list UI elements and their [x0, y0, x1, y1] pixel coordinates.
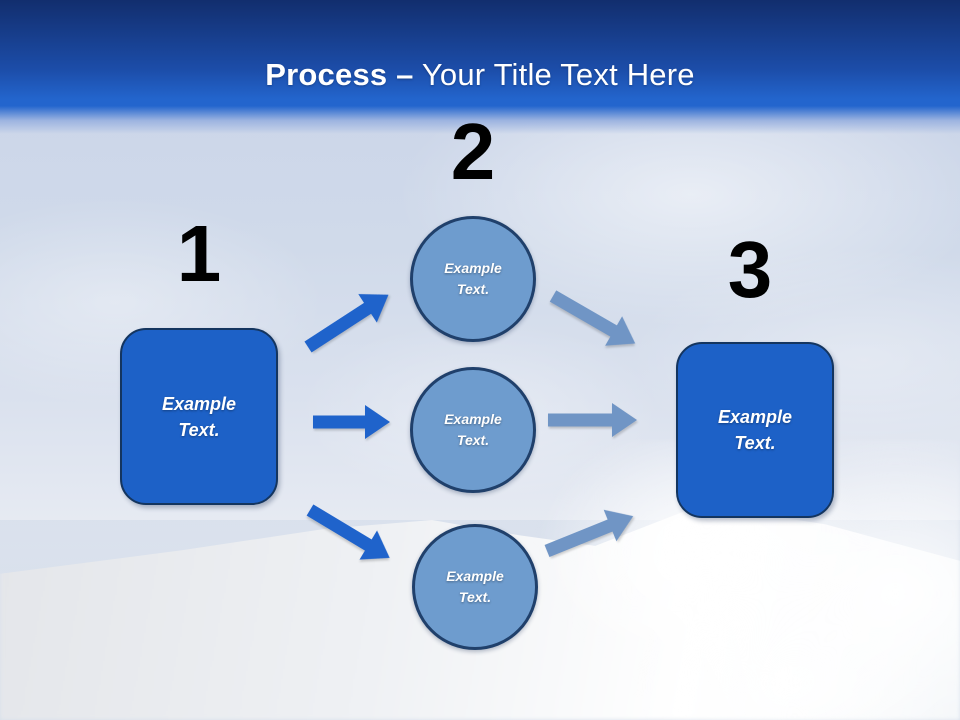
middle-circle: Example Text.	[410, 367, 536, 493]
step-number-2: 2	[450, 107, 496, 196]
top-circle: Example Text.	[410, 216, 536, 342]
slide-title: Process – Your Title Text Here	[0, 57, 960, 93]
arrow-left-to-bottom-circle	[306, 504, 390, 560]
top-circle-label: Example Text.	[444, 260, 502, 297]
arrow-left-to-mid-circle	[313, 405, 390, 439]
left-process-box: Example Text.	[120, 328, 278, 505]
arrow-mid-circle-to-right	[548, 403, 637, 437]
arrow-top-circle-to-right	[549, 290, 636, 346]
title-subtitle: Your Title Text Here	[421, 57, 695, 92]
right-box-label: Example Text.	[717, 407, 793, 453]
bottom-circle: Example Text.	[412, 524, 538, 650]
header-band	[0, 0, 960, 134]
arrow-left-to-top-circle	[304, 294, 389, 353]
title-separator: –	[396, 57, 414, 92]
step-number-3: 3	[727, 225, 773, 314]
left-box-label: Example Text.	[161, 393, 237, 440]
bottom-circle-label: Example Text.	[446, 568, 504, 605]
arrow-bottom-circle-to-right	[544, 509, 634, 558]
step-number-1: 1	[176, 209, 222, 298]
title-keyword: Process	[265, 57, 388, 92]
right-process-box: Example Text.	[676, 342, 834, 518]
middle-circle-label: Example Text.	[444, 411, 502, 448]
